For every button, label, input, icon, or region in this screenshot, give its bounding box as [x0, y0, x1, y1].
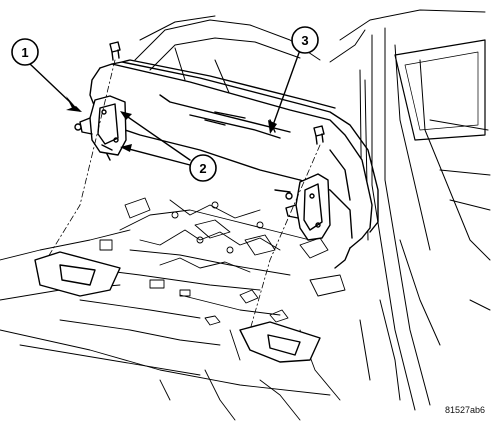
right-bolt: [313, 125, 325, 145]
callout-1: 1: [11, 38, 39, 66]
callout-3-number: 3: [301, 33, 308, 48]
callout-3: 3: [291, 26, 319, 54]
callout-2: 2: [189, 154, 217, 182]
right-hinge-bracket: [285, 173, 331, 241]
cargo-floor: [0, 197, 346, 421]
vehicle-interior-outline: [134, 9, 491, 411]
upper-left-bolt: [109, 41, 121, 61]
callout-leaders: [29, 49, 301, 166]
floor-hinge-receivers: [34, 251, 321, 363]
left-hinge-bracket: [74, 95, 127, 156]
callout-1-number: 1: [21, 45, 28, 60]
callout-2-number: 2: [199, 161, 206, 176]
seat-back-panel: [89, 59, 379, 269]
figure-id-label: 81527ab6: [444, 405, 485, 415]
